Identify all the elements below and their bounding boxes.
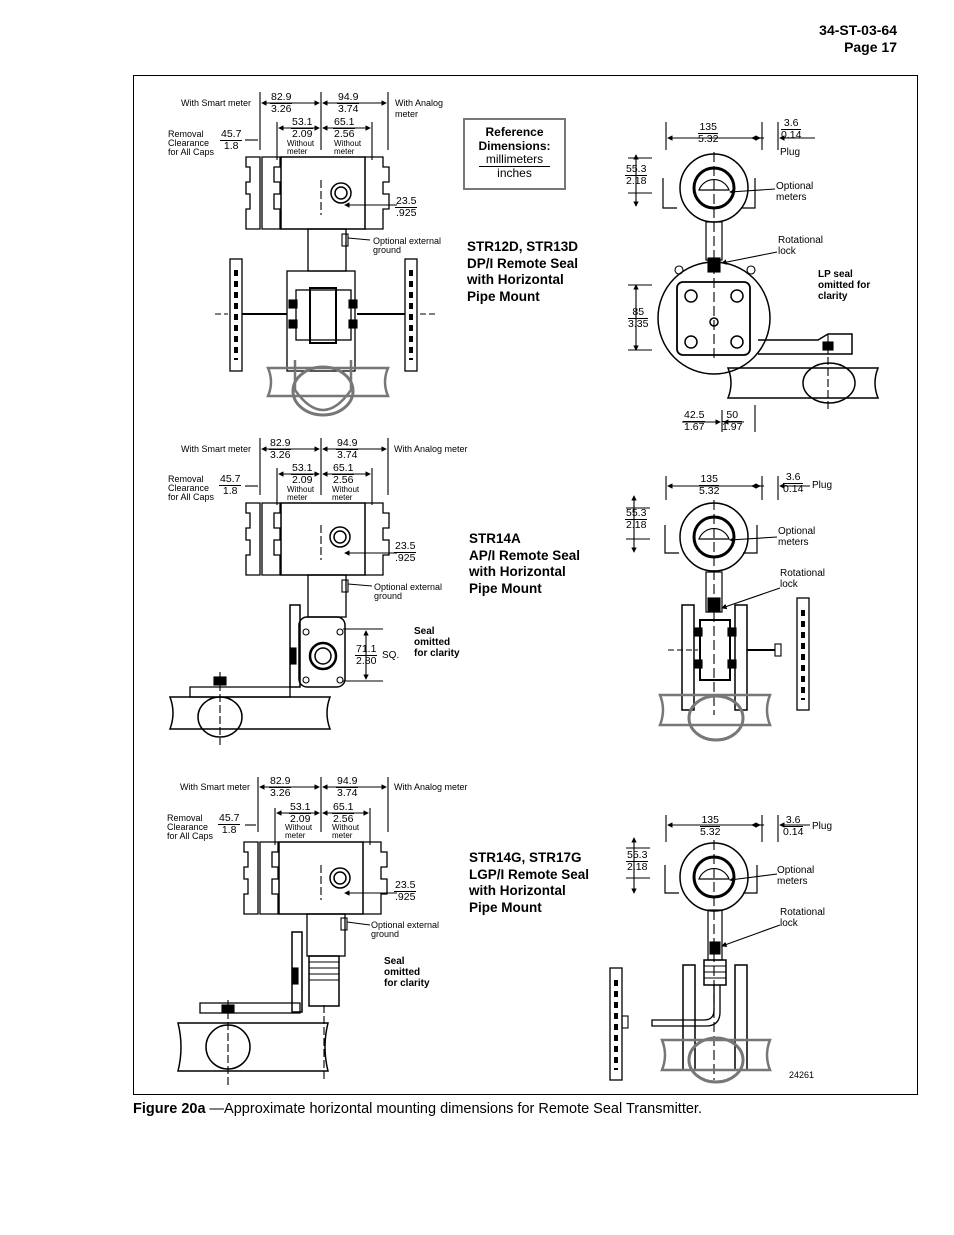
label-with-analog-meter: With Analog meter xyxy=(394,782,468,792)
label-with-smart-meter: With Smart meter xyxy=(180,782,251,792)
label-plug: Plug xyxy=(780,147,801,158)
figure-caption: Figure 20a —Approximate horizontal mount… xyxy=(133,1101,702,1117)
reference-unit-in: inches xyxy=(497,166,532,180)
label-plug: Plug xyxy=(812,821,833,832)
figure-label: Figure 20a xyxy=(133,1101,206,1117)
reference-dimensions-box: Reference Dimensions: millimeters inches xyxy=(463,118,566,190)
dim-23-5: 23.5.925 xyxy=(395,195,418,219)
label-plug: Plug xyxy=(812,480,833,491)
doc-number: 34-ST-03-64 xyxy=(819,22,897,38)
page-header: 34-ST-03-64 Page 17 xyxy=(819,22,897,56)
figure-id: 24261 xyxy=(789,1070,815,1080)
figure-frame xyxy=(133,75,918,1095)
label-with-smart-meter: With Smart meter xyxy=(181,444,252,454)
dim-23-5: 23.5.925 xyxy=(394,879,417,903)
label-with-analog-meter: With Analog meter xyxy=(394,444,468,454)
figure-caption-text: —Approximate horizontal mounting dimensi… xyxy=(205,1101,702,1117)
reference-unit-mm: millimeters xyxy=(479,153,550,167)
page-number: Page 17 xyxy=(844,39,897,55)
dim-23-5: 23.5.925 xyxy=(394,540,417,564)
label-with-smart-meter: With Smart meter xyxy=(181,98,252,108)
sec3-front-view xyxy=(609,815,810,1084)
label-sq: SQ. xyxy=(382,650,400,661)
sec2-front-view xyxy=(626,476,810,742)
sec1-front-view xyxy=(628,122,880,432)
reference-title: Reference Dimensions: xyxy=(478,125,551,153)
